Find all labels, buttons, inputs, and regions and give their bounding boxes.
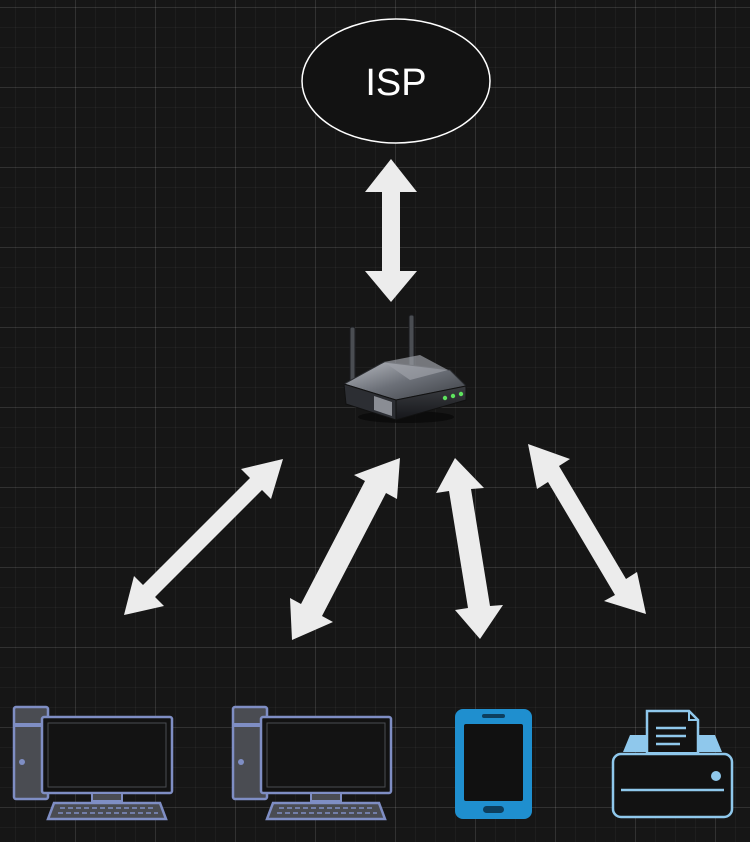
printer-light [711,771,721,781]
pc-monitor-frame [266,722,386,788]
pc-tower-button [19,759,25,765]
arrow-isp-router[interactable] [365,159,417,302]
smartphone-icon[interactable] [455,709,532,819]
pc-tower-bay [233,723,267,727]
phone-home-button [483,806,504,813]
connection-arrows [124,159,646,640]
wireless-router-icon[interactable] [342,314,468,423]
desktop-computer-icon[interactable] [12,705,174,821]
arrow-router-phone[interactable] [436,458,503,639]
printer-top [623,735,722,758]
printer-paper [645,709,700,760]
phone-screen [464,724,523,801]
pc-monitor-frame [47,722,167,788]
pc-keyboard-keys [277,807,377,814]
isp-node[interactable]: ISP [301,18,491,144]
pc-monitor-stand [310,792,342,802]
isp-label: ISP [365,62,426,104]
router-led-2 [450,393,456,399]
printer-icon[interactable] [611,709,734,819]
pc-keyboard-keys [58,807,158,814]
arrow-router-desktop-1[interactable] [124,459,283,615]
pc-tower-bay [14,723,48,727]
router-led-1 [442,395,448,401]
phone-speaker [482,714,505,718]
arrow-router-printer[interactable] [528,444,646,614]
arrow-router-desktop-2[interactable] [290,458,400,640]
desktop-computer-icon[interactable] [231,705,393,821]
router-side-detail [374,396,392,416]
pc-tower-button [238,759,244,765]
printer-paper-lines [656,726,686,746]
isp-ellipse [301,18,491,144]
router-top-ridge [384,355,448,380]
printer-body [611,752,734,819]
printer-paper-fold [688,711,698,721]
router-antenna-left [349,326,356,383]
pc-monitor-stand [91,792,123,802]
router-led-3 [458,391,464,397]
pc-keyboard [265,801,387,821]
pc-keyboard [46,801,168,821]
